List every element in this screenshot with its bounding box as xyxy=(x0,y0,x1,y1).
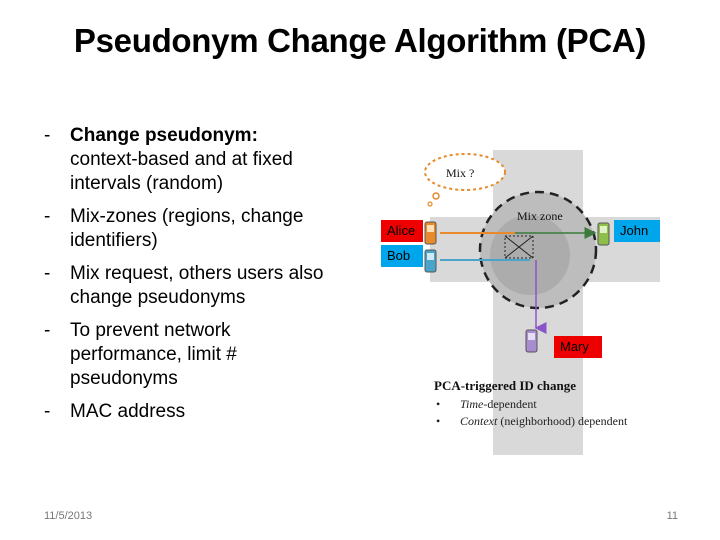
cloud-label: Mix ? xyxy=(446,166,474,180)
footer-page-number: 11 xyxy=(666,510,678,522)
bullet-dot-icon: • xyxy=(436,414,441,428)
bullet-text: To prevent network performance, limit # … xyxy=(70,320,237,389)
bullet-heading: Change pseudonym: xyxy=(70,125,258,146)
caption-italic: Time xyxy=(460,397,484,411)
caption-item: • Time-dependent xyxy=(434,396,627,413)
john-tag: John xyxy=(614,220,660,242)
switch-box xyxy=(504,235,534,259)
john-phone-icon xyxy=(597,222,610,246)
caption-italic: Context xyxy=(460,414,498,428)
bullet-item: - Mix request, others users also change … xyxy=(44,262,344,310)
bullet-dash: - xyxy=(44,206,51,227)
cloud-dot xyxy=(427,201,433,207)
mix-cloud xyxy=(424,153,506,191)
bullet-item: - MAC address xyxy=(44,400,344,424)
bullet-list: - Change pseudonym: context-based and at… xyxy=(44,124,344,433)
caption-title: PCA-triggered ID change xyxy=(434,378,577,393)
alice-tag: Alice xyxy=(381,220,423,242)
alice-phone-icon xyxy=(424,221,437,245)
bullet-text: MAC address xyxy=(70,401,186,422)
bullet-dash: - xyxy=(44,401,51,422)
caption-text: -dependent xyxy=(483,397,537,411)
slide-title: Pseudonym Change Algorithm (PCA) xyxy=(73,22,647,59)
footer-date: 11/5/2013 xyxy=(44,510,93,522)
bullet-item: - Mix-zones (regions, change identifiers… xyxy=(44,205,344,253)
mix-zone-core xyxy=(490,215,570,295)
figure-caption: PCA-triggered ID change • Time-dependent… xyxy=(434,378,627,430)
cloud-dot xyxy=(432,192,440,200)
bullet-dash: - xyxy=(44,263,51,284)
mary-tag: Mary xyxy=(554,336,602,358)
mary-phone-icon xyxy=(525,329,538,353)
caption-list: • Time-dependent • Context (neighborhood… xyxy=(434,396,627,430)
bullet-dash: - xyxy=(44,320,51,341)
bullet-text: context-based and at fixed intervals (ra… xyxy=(70,149,293,194)
bullet-text: Mix-zones (regions, change identifiers) xyxy=(70,206,304,251)
bullet-text: Mix request, others users also change ps… xyxy=(70,263,324,308)
bob-phone-icon xyxy=(424,249,437,273)
caption-item: • Context (neighborhood) dependent xyxy=(434,413,627,430)
bob-tag: Bob xyxy=(381,245,423,267)
bullet-dot-icon: • xyxy=(436,397,441,411)
bullet-dash: - xyxy=(44,125,51,146)
mix-zone-label: Mix zone xyxy=(517,209,563,223)
bullet-item: - To prevent network performance, limit … xyxy=(44,319,344,391)
bullet-item: - Change pseudonym: context-based and at… xyxy=(44,124,344,196)
caption-text: (neighborhood) dependent xyxy=(497,414,628,428)
